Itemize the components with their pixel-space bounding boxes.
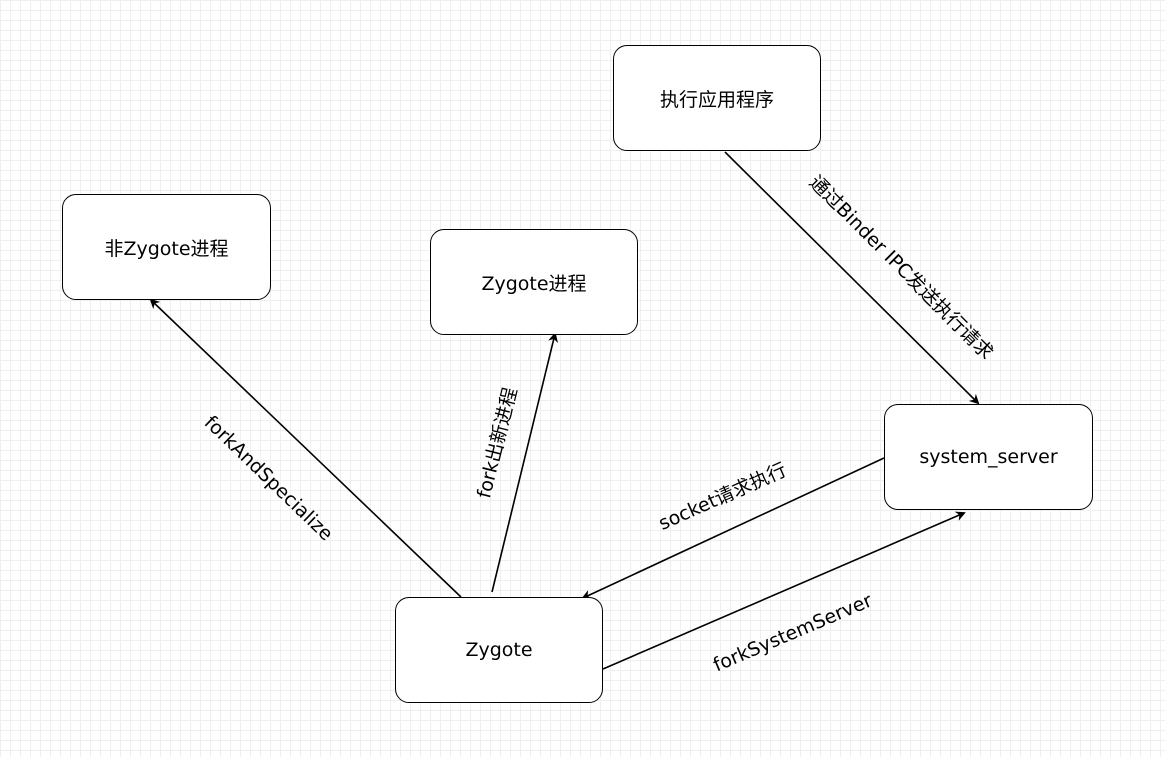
edge-zygote-to-zygote-proc bbox=[491, 332, 558, 593]
edge-system-server-to-zygote bbox=[581, 457, 885, 600]
node-system-server[interactable]: system_server bbox=[884, 404, 1093, 510]
node-zygote[interactable]: Zygote bbox=[395, 597, 603, 703]
node-zygote-proc[interactable]: Zygote进程 bbox=[430, 229, 638, 335]
edge-zygote-to-system-server bbox=[602, 511, 966, 670]
node-app[interactable]: 执行应用程序 bbox=[613, 45, 821, 151]
edge-app-to-system-server bbox=[724, 151, 980, 405]
edge-zygote-to-non-zygote bbox=[149, 298, 462, 598]
node-non-zygote[interactable]: 非Zygote进程 bbox=[62, 194, 271, 300]
